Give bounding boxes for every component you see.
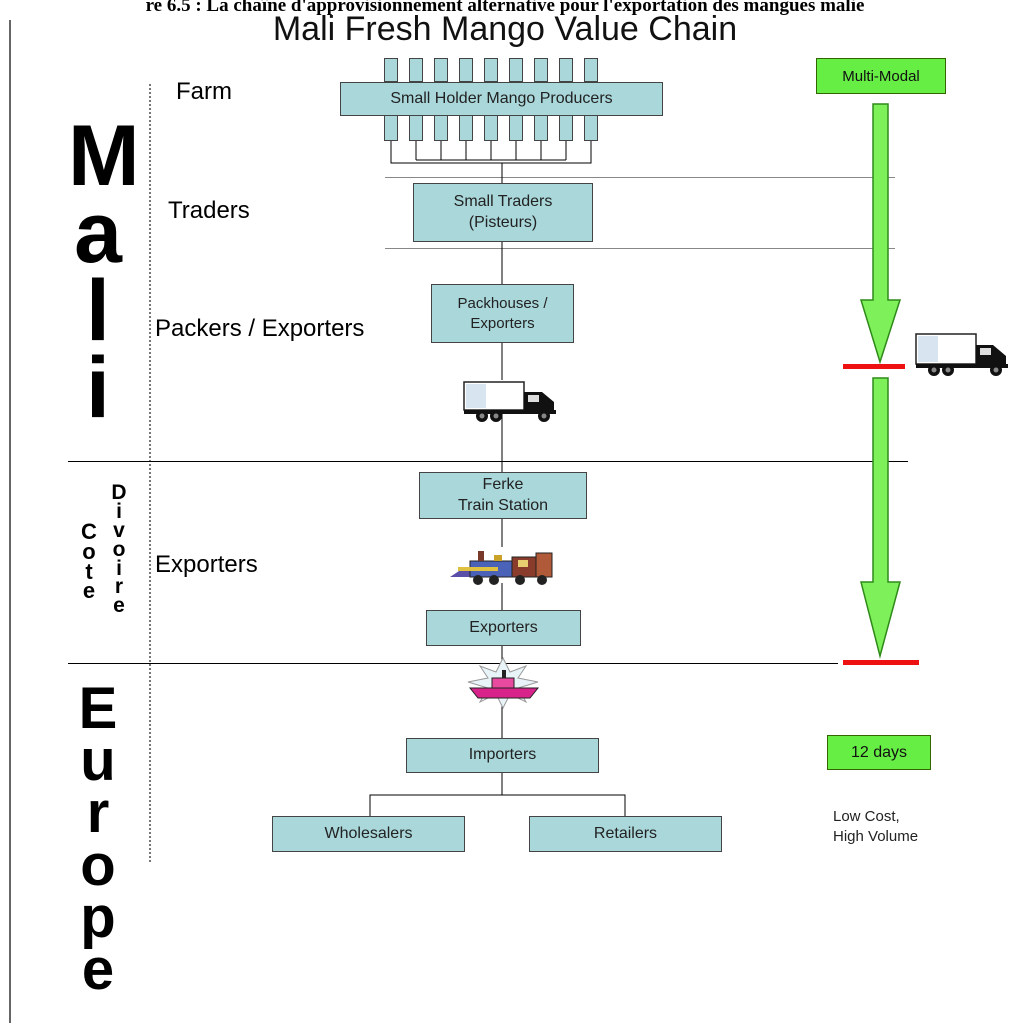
region-letter: a xyxy=(74,185,122,282)
box-label: Ferke Train Station xyxy=(457,475,549,514)
producer-unit xyxy=(584,58,598,82)
dotted-divider xyxy=(149,84,151,862)
train-icon xyxy=(450,551,553,585)
region-letter: l xyxy=(86,262,110,359)
separator-farm-traders xyxy=(385,177,895,178)
region-letter: D xyxy=(111,481,127,504)
green-arrow-upper xyxy=(859,103,902,365)
cost-volume-note: Low Cost, High Volume xyxy=(833,808,919,845)
region-letter: i xyxy=(116,499,122,523)
stage-traders: Traders xyxy=(168,197,250,224)
box-label: Packhouses / Exporters xyxy=(457,295,548,332)
box-packhouses: Packhouses / Exporters xyxy=(431,284,574,343)
stage-farm: Farm xyxy=(176,78,232,105)
red-marker-upper xyxy=(843,364,905,369)
producer-unit xyxy=(534,58,548,82)
box-label: Wholesalers xyxy=(324,824,413,842)
region-letter: C xyxy=(81,519,97,544)
region-label-mali: M a l i xyxy=(68,108,140,437)
producer-unit xyxy=(434,58,448,82)
region-letter: E xyxy=(78,676,118,741)
left-frame-line xyxy=(9,20,11,1023)
producer-unit xyxy=(559,58,573,82)
stage-exporters: Exporters xyxy=(155,551,258,578)
producer-unit xyxy=(384,58,398,82)
diagram-title: Mali Fresh Mango Value Chain xyxy=(272,10,738,48)
figure-caption: re 6.5 : La chaîne d'approvisionnement a… xyxy=(145,0,865,16)
ship-icon xyxy=(467,656,540,710)
region-letter: i xyxy=(86,340,110,437)
producer-unit xyxy=(409,58,423,82)
box-label: Small Traders (Pisteurs) xyxy=(453,192,553,231)
truck-icon xyxy=(463,381,556,422)
region-label-divoire: D i v o i r e xyxy=(110,481,128,618)
box-label: 12 days xyxy=(850,743,908,761)
region-letter: o xyxy=(80,832,116,898)
region-letter: i xyxy=(116,556,122,580)
region-letter: u xyxy=(80,728,116,794)
region-letter: o xyxy=(112,537,126,561)
region-letter: r xyxy=(86,780,110,846)
separator-traders-packers xyxy=(385,248,895,249)
region-letter: t xyxy=(85,558,93,584)
region-letter: r xyxy=(114,575,124,599)
box-wholesalers: Wholesalers xyxy=(272,816,465,852)
red-marker-lower xyxy=(843,660,919,665)
producer-unit xyxy=(509,58,523,82)
region-letter: e xyxy=(82,578,96,604)
region-letter: e xyxy=(81,936,115,1002)
region-label-europe: E u r o p e xyxy=(68,676,128,1002)
separator-cote-europe xyxy=(68,663,838,664)
region-letter: M xyxy=(68,108,140,204)
region-letter: e xyxy=(113,594,125,618)
multi-modal-label: Multi-Modal xyxy=(816,58,946,94)
duration-badge: 12 days xyxy=(827,735,931,770)
green-arrow-lower xyxy=(860,377,901,659)
truck-icon xyxy=(915,333,1008,376)
producer-unit xyxy=(484,58,498,82)
region-letter: p xyxy=(80,884,116,950)
producer-unit xyxy=(459,58,473,82)
box-retailers: Retailers xyxy=(529,816,722,852)
box-exporters: Exporters xyxy=(426,610,581,646)
stage-packers-exporters: Packers / Exporters xyxy=(155,315,365,342)
region-letter: o xyxy=(82,538,96,564)
box-small-holder-producers: Small Holder Mango Producers xyxy=(340,82,663,116)
box-small-traders: Small Traders (Pisteurs) xyxy=(413,183,593,242)
box-label: Importers xyxy=(468,746,537,764)
box-ferke-train-station: Ferke Train Station xyxy=(419,472,587,519)
box-label: Multi-Modal xyxy=(842,67,920,85)
box-label: Small Holder Mango Producers xyxy=(390,89,613,107)
box-label: Exporters xyxy=(469,618,538,636)
box-label: Retailers xyxy=(593,824,658,842)
region-letter: v xyxy=(113,518,125,542)
region-label-cote: C o t e xyxy=(80,519,98,604)
box-importers: Importers xyxy=(406,738,599,773)
separator-mali-cote xyxy=(68,461,908,462)
